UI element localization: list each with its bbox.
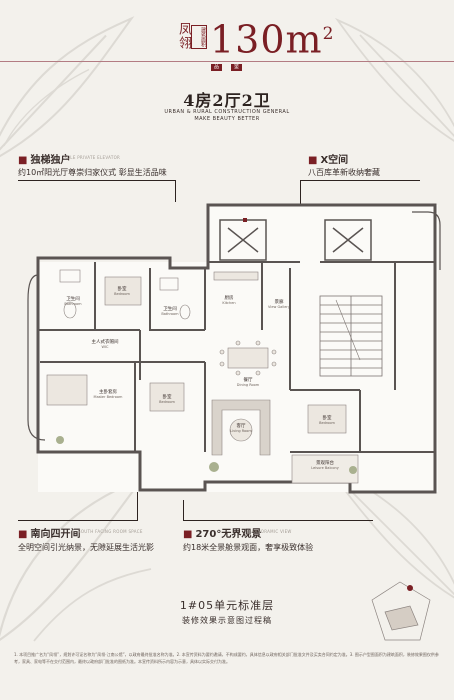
bullet-icon: ■ bbox=[308, 155, 318, 166]
room-en: Bathroom bbox=[161, 312, 179, 316]
tag-right: 鉴 bbox=[231, 64, 242, 71]
area-number: 130 bbox=[210, 17, 286, 62]
room-en: Bedroom bbox=[319, 421, 335, 425]
room-cn: 餐厅 bbox=[243, 378, 253, 383]
compass-icon bbox=[407, 585, 413, 591]
room-en: Bedroom bbox=[159, 400, 175, 404]
feature-title-text: X空间 bbox=[320, 155, 349, 166]
unit-title: 1#05单元标准层 bbox=[179, 599, 275, 612]
feature-desc-xspace: 八百库革新收纳奢藏 bbox=[308, 168, 380, 177]
stairs-icon bbox=[335, 299, 361, 361]
feature-desc-elevator: 约10㎡阳光厅尊崇归家仪式 彰显生活品味 bbox=[18, 168, 167, 177]
area-unit-sup: 2 bbox=[322, 24, 335, 44]
room-en: Bathroom bbox=[64, 302, 82, 306]
room-cn: 卫生间 bbox=[66, 297, 80, 302]
callout-line-south bbox=[18, 520, 138, 521]
callout-line-xspace bbox=[300, 180, 420, 181]
feature-title-xspace: ■X空间 bbox=[308, 151, 348, 166]
callout-line-elevator-v bbox=[175, 180, 176, 202]
feature-title-south: ■南向四开间 bbox=[18, 525, 80, 540]
room-cn: 卧室 bbox=[162, 395, 172, 400]
room-en: Dining Room bbox=[236, 383, 260, 387]
room-cn: 卫生间 bbox=[163, 307, 177, 312]
room-cn: 主人式衣帽间 bbox=[91, 340, 119, 345]
layout-title: 4房2厅2卫 bbox=[183, 91, 271, 110]
room-cn: 厨房 bbox=[224, 296, 234, 301]
tag-left: 品 bbox=[211, 64, 222, 71]
header-divider bbox=[0, 61, 454, 62]
feature-title-text: 独梯独户 bbox=[30, 155, 71, 166]
feature-desc-view: 约18米全景舱景观面，奢享极致体验 bbox=[183, 543, 314, 552]
area-chip: 建筑面积 bbox=[191, 25, 207, 49]
room-cn: 景廊 bbox=[274, 300, 284, 305]
area-value: 130m2 bbox=[210, 14, 334, 60]
bullet-icon: ■ bbox=[183, 529, 193, 540]
room-en: Kitchen bbox=[222, 301, 236, 305]
room-cn: 主卧套房 bbox=[99, 390, 117, 395]
callout-line-elevator bbox=[18, 180, 176, 181]
slogan-line1: URBAN & RURAL CONSTRUCTION GENERAL bbox=[164, 109, 290, 115]
room-en: View Gallery bbox=[268, 305, 290, 309]
room-en: Master Bedroom bbox=[93, 395, 123, 399]
feature-title-text: 270°无界观景 bbox=[195, 529, 262, 540]
project-name: 凤翎 bbox=[176, 22, 191, 50]
bullet-icon: ■ bbox=[18, 529, 28, 540]
room-cn: 客厅 bbox=[236, 424, 246, 429]
feature-en-south: SOUTH FACING ROOM SPACE bbox=[78, 529, 143, 534]
callout-line-south-v bbox=[137, 488, 138, 521]
area-unit: m bbox=[285, 17, 323, 62]
elevator-icon bbox=[243, 218, 247, 222]
feature-title-elevator: ■独梯独户 bbox=[18, 151, 70, 166]
disclaimer: 1. 本项目推广名为“凤翎”，规划许可证名称为“凤翎·江南公馆”，以政府最终批准… bbox=[14, 652, 439, 664]
feature-title-text: 南向四开间 bbox=[30, 529, 81, 540]
room-en: Living Room bbox=[230, 429, 252, 433]
room-cn: 景观阳台 bbox=[316, 461, 334, 466]
feature-en-elevator: SOLE PRIVATE ELEVATOR bbox=[64, 155, 121, 160]
room-cn: 卧室 bbox=[117, 287, 127, 292]
room-en: WIC bbox=[101, 345, 109, 349]
feature-title-view: ■270°无界观景 bbox=[183, 525, 261, 540]
room-cn: 卧室 bbox=[322, 416, 332, 421]
bullet-icon: ■ bbox=[18, 155, 28, 166]
unit-subtitle: 装修效果示意图过程稿 bbox=[182, 616, 272, 625]
feature-desc-south: 全明空间引光纳景，无隙延展生活光影 bbox=[18, 543, 154, 552]
feature-en-view: PANORAMIC VIEW bbox=[252, 529, 292, 534]
slogan-line2: MAKE BEAUTY BETTER bbox=[194, 116, 260, 122]
room-en: Leisure Balcony bbox=[311, 466, 339, 470]
room-en: Bedroom bbox=[114, 292, 130, 296]
callout-line-view bbox=[183, 520, 373, 521]
callout-line-view-v bbox=[183, 500, 184, 521]
